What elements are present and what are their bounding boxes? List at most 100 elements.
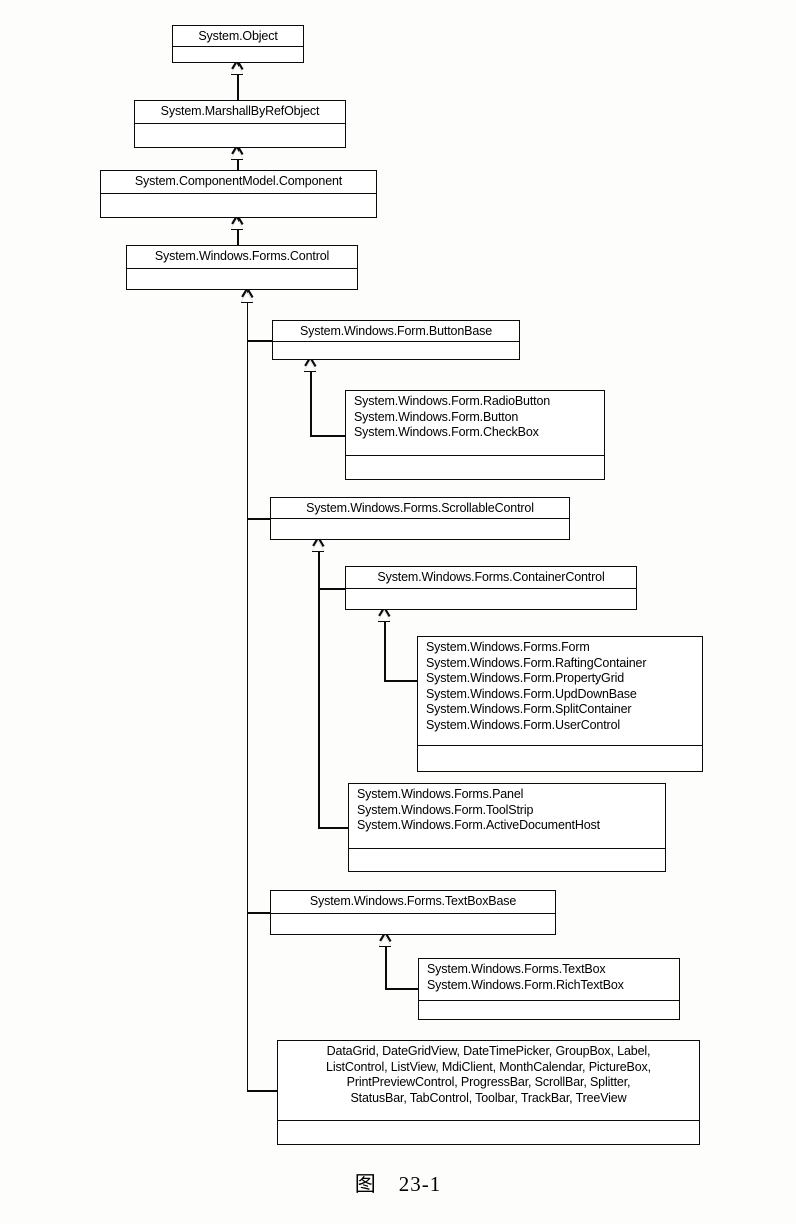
connector-textboxbase-branch <box>385 945 387 989</box>
uml-class-line: System.Windows.Form.Button <box>354 409 519 424</box>
uml-class-line: System.Windows.Form.SplitContainer <box>426 702 632 716</box>
uml-class-line: System.Windows.Form.PropertyGrid <box>426 671 625 685</box>
uml-class-line: System.Windows.Forms.TextBox <box>427 962 606 976</box>
connector-object-marshall <box>237 63 239 100</box>
uml-class-line: System.Windows.Form.ButtonBase <box>299 324 493 338</box>
inheritance-arrow-scrollablecontrol <box>312 541 324 551</box>
connector-buttonbase-branch <box>310 370 312 436</box>
uml-class-box-scrollablecontrol[interactable]: System.Windows.Forms.ScrollableControl <box>270 497 570 540</box>
uml-class-box-componentmodel-component[interactable]: System.ComponentModel.Component <box>100 170 377 218</box>
inheritance-arrow-base-object <box>231 73 243 76</box>
inheritance-arrow-control <box>241 292 253 302</box>
uml-members-compartment-containercontrol <box>346 589 636 608</box>
uml-class-box-textboxbase[interactable]: System.Windows.Forms.TextBoxBase <box>270 890 556 935</box>
inheritance-arrow-buttonbase <box>304 361 316 371</box>
inheritance-arrow-base-control <box>241 301 253 304</box>
uml-members-compartment-forms-control <box>127 269 357 288</box>
uml-members-compartment-panel-subclasses <box>349 849 665 870</box>
inheritance-arrow-base-scrollablecontrol <box>312 550 324 553</box>
connector-textboxbase-subclasses <box>385 988 419 990</box>
connector-spine-buttonbase <box>246 340 274 342</box>
uml-members-compartment-button-subclasses <box>346 456 604 478</box>
uml-class-name-marshall-by-ref-object: System.MarshallByRefObject <box>135 101 345 124</box>
uml-class-line: System.Windows.Forms.Panel <box>357 787 524 801</box>
uml-members-compartment-marshall-by-ref-object <box>135 124 345 146</box>
uml-class-line: StatusBar, TabControl, Toolbar, TrackBar… <box>350 1090 627 1105</box>
inheritance-arrow-base-textboxbase <box>379 945 391 948</box>
uml-class-line: System.Windows.Forms.Control <box>154 249 330 263</box>
uml-members-compartment-textboxbase <box>271 914 555 933</box>
uml-class-line: System.ComponentModel.Component <box>134 174 343 188</box>
uml-class-line: System.Windows.Forms.Form <box>426 640 590 654</box>
uml-class-name-componentmodel-component: System.ComponentModel.Component <box>101 171 376 194</box>
uml-class-box-containercontrol[interactable]: System.Windows.Forms.ContainerControl <box>345 566 637 610</box>
inheritance-arrow-object <box>231 64 243 74</box>
uml-class-box-marshall-by-ref-object[interactable]: System.MarshallByRefObject <box>134 100 346 148</box>
uml-class-line: System.Windows.Form.RadioButton <box>354 394 551 408</box>
connector-scrollable-panel <box>318 827 349 829</box>
figure-caption: 图 23-1 <box>0 1168 796 1198</box>
uml-class-name-forms-control: System.Windows.Forms.Control <box>127 246 357 269</box>
uml-members-compartment-system-object <box>173 47 303 61</box>
uml-class-line: System.Windows.Form.UpdDownBase <box>426 686 637 701</box>
uml-class-name-textboxbase: System.Windows.Forms.TextBoxBase <box>271 891 555 914</box>
inheritance-arrow-base-buttonbase <box>304 370 316 373</box>
inheritance-arrow-textboxbase <box>379 936 391 946</box>
uml-class-box-system-object[interactable]: System.Object <box>172 25 304 63</box>
uml-class-line: System.Windows.Form.ActiveDocumentHost <box>357 818 600 832</box>
inheritance-arrow-base-containercontrol <box>378 620 390 623</box>
uml-class-name-other-controls: DataGrid, DateGridView, DateTimePicker, … <box>278 1041 699 1121</box>
uml-class-line: System.Windows.Form.RichTextBox <box>427 977 624 992</box>
connector-control-spine <box>246 291 249 1091</box>
connector-scrollable-branch <box>318 550 320 828</box>
uml-class-line: System.Windows.Form.UserControl <box>426 717 621 732</box>
uml-class-line: System.Windows.Form.RaftingContainer <box>426 655 647 670</box>
inheritance-arrow-component <box>231 219 243 229</box>
connector-spine-textboxbase <box>246 912 272 914</box>
connector-buttonbase-subclasses <box>310 435 346 437</box>
uml-class-line: System.Windows.Forms.ScrollableControl <box>306 501 534 515</box>
caption-label: 图 <box>354 1172 377 1196</box>
uml-members-compartment-componentmodel-component <box>101 194 376 216</box>
uml-class-line: PrintPreviewControl, ProgressBar, Scroll… <box>346 1075 631 1089</box>
uml-class-line: System.Windows.Form.CheckBox <box>354 425 539 439</box>
uml-class-box-forms-control[interactable]: System.Windows.Forms.Control <box>126 245 358 290</box>
inheritance-arrow-base-marshall <box>231 158 243 161</box>
uml-class-box-buttonbase[interactable]: System.Windows.Form.ButtonBase <box>272 320 520 360</box>
inheritance-arrow-containercontrol <box>378 611 390 621</box>
uml-class-box-other-controls[interactable]: DataGrid, DateGridView, DateTimePicker, … <box>277 1040 700 1145</box>
uml-class-name-buttonbase: System.Windows.Form.ButtonBase <box>273 321 519 342</box>
uml-class-name-containercontrol: System.Windows.Forms.ContainerControl <box>346 567 636 589</box>
uml-members-compartment-scrollablecontrol <box>271 519 569 538</box>
connector-scrollable-containercontrol <box>318 588 346 590</box>
uml-class-line: DataGrid, DateGridView, DateTimePicker, … <box>326 1044 651 1058</box>
inheritance-arrow-marshall <box>231 149 243 159</box>
connector-spine-scrollablecontrol <box>246 518 272 520</box>
uml-members-compartment-buttonbase <box>273 342 519 358</box>
connector-spine-other-controls <box>246 1090 279 1092</box>
uml-class-line: System.MarshallByRefObject <box>160 104 320 118</box>
connector-containercontrol-subclasses <box>384 680 418 682</box>
uml-members-compartment-container-subclasses <box>418 746 702 770</box>
connector-component-control <box>237 218 239 245</box>
uml-class-name-scrollablecontrol: System.Windows.Forms.ScrollableControl <box>271 498 569 519</box>
uml-class-line: System.Object <box>198 29 278 43</box>
inheritance-arrow-base-component <box>231 228 243 231</box>
caption-number: 23-1 <box>398 1172 442 1196</box>
uml-class-line: System.Windows.Forms.ContainerControl <box>377 570 605 584</box>
uml-class-line: ListControl, ListView, MdiClient, MonthC… <box>326 1059 651 1074</box>
uml-members-compartment-other-controls <box>278 1121 699 1143</box>
uml-members-compartment-textbox-subclasses <box>419 1001 679 1018</box>
connector-containercontrol-branch <box>384 620 386 682</box>
uml-class-line: System.Windows.Form.ToolStrip <box>357 802 534 817</box>
uml-class-line: System.Windows.Forms.TextBoxBase <box>309 894 517 908</box>
